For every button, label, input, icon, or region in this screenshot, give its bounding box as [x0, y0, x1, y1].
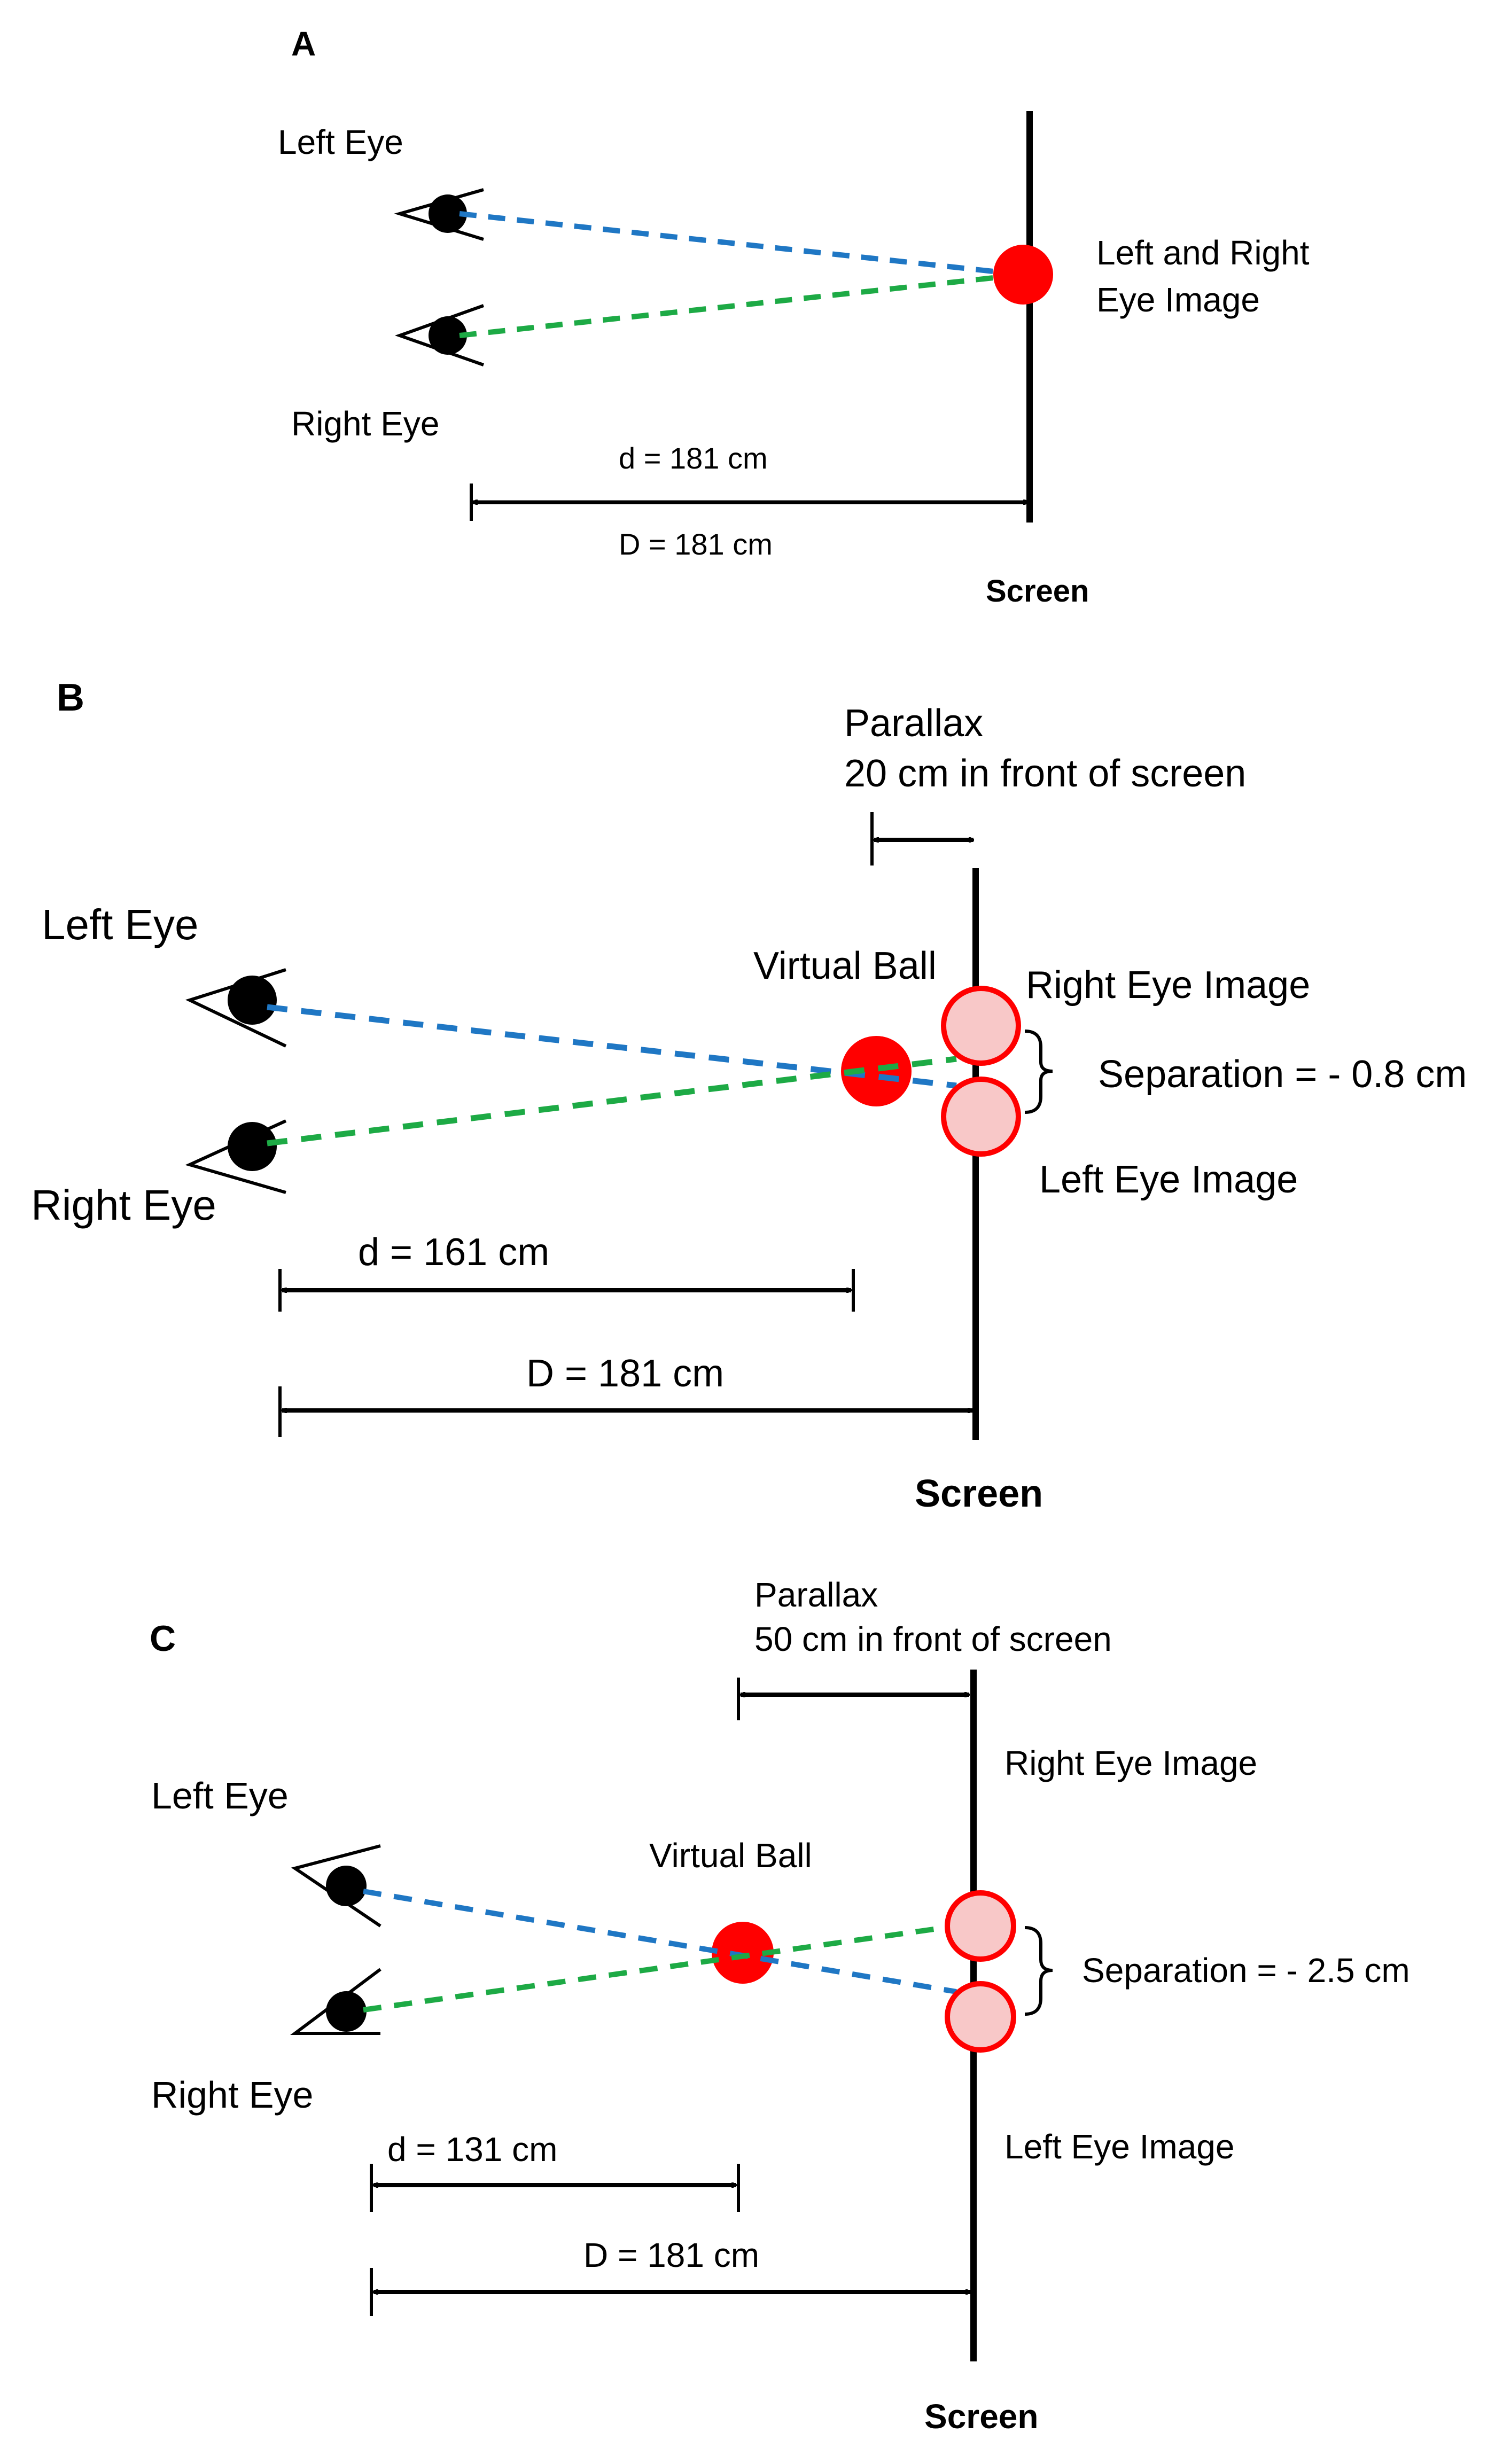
D-distance-label: D = 181 cm — [526, 1352, 724, 1395]
virtual-ball-label: Virtual Ball — [649, 1836, 812, 1875]
left-eye-ray — [267, 1004, 957, 1089]
parallax-label: 50 cm in front of screen — [754, 1620, 1112, 1658]
right-eye-label: Right Eye — [31, 1181, 216, 1229]
left-eye-image-label: Left Eye Image — [1039, 1158, 1298, 1201]
panel-letter-a: A — [291, 25, 316, 63]
left-eye-image-label: Left Eye Image — [1004, 2127, 1234, 2166]
right-eye-ray — [459, 272, 1024, 338]
D-distance-label: D = 181 cm — [619, 527, 773, 561]
left-eye-label: Left Eye — [278, 123, 403, 161]
screen-label: Screen — [986, 574, 1089, 609]
left-eye-ray — [459, 211, 1024, 277]
parallax-label: Parallax — [844, 702, 983, 745]
right-eye-label: Right Eye — [151, 2074, 313, 2116]
panel-a: A Left Eye Right Eye Left and Right Eye … — [278, 25, 1310, 609]
panel-c: C Parallax 50 cm in front of screen Left… — [150, 1576, 1410, 2436]
right-eye-image-label: Right Eye Image — [1004, 1744, 1257, 1782]
eye-icon — [394, 304, 485, 367]
eye-icon — [394, 188, 484, 241]
eye-icon — [185, 1119, 287, 1194]
right-eye-ray — [267, 1056, 957, 1147]
left-eye-label: Left Eye — [151, 1775, 289, 1816]
eye-icon — [291, 1844, 381, 1928]
panel-letter-c: C — [150, 1618, 176, 1659]
ball-icon — [712, 1922, 774, 1984]
ball-icon — [841, 1036, 912, 1106]
right-eye-ray — [363, 1923, 957, 2013]
separation-brace — [1024, 1030, 1053, 1114]
left-eye-image-circle — [941, 1077, 1021, 1157]
d-distance-label: d = 161 cm — [358, 1231, 549, 1274]
separation-label: Separation = - 0.8 cm — [1098, 1053, 1467, 1096]
virtual-ball-label: Virtual Ball — [753, 945, 937, 987]
ball-icon — [993, 245, 1053, 305]
separation-brace — [1024, 1926, 1053, 2016]
panel-letter-b: B — [57, 676, 84, 719]
eye-icon — [290, 1968, 381, 2035]
D-distance-label: D = 181 cm — [583, 2236, 759, 2274]
screen-label: Screen — [915, 1472, 1043, 1515]
parallax-label: Parallax — [754, 1576, 878, 1614]
right-eye-image-circle — [941, 986, 1021, 1066]
eye-icon — [185, 968, 287, 1048]
image-label: Left and Right — [1096, 233, 1310, 272]
left-eye-image-circle — [945, 1981, 1016, 2053]
right-eye-image-circle — [945, 1890, 1016, 1962]
d-distance-label: d = 181 cm — [619, 441, 768, 475]
image-label: Eye Image — [1096, 280, 1260, 319]
screen-label: Screen — [924, 2397, 1038, 2436]
left-eye-ray — [363, 1889, 957, 1994]
panel-b: B Parallax 20 cm in front of screen Left… — [31, 676, 1467, 1515]
d-distance-label: d = 131 cm — [387, 2130, 557, 2169]
parallax-label: 20 cm in front of screen — [844, 752, 1246, 795]
right-eye-image-label: Right Eye Image — [1026, 964, 1310, 1007]
left-eye-label: Left Eye — [42, 901, 199, 948]
right-eye-label: Right Eye — [291, 404, 439, 443]
separation-label: Separation = - 2.5 cm — [1082, 1951, 1410, 1990]
